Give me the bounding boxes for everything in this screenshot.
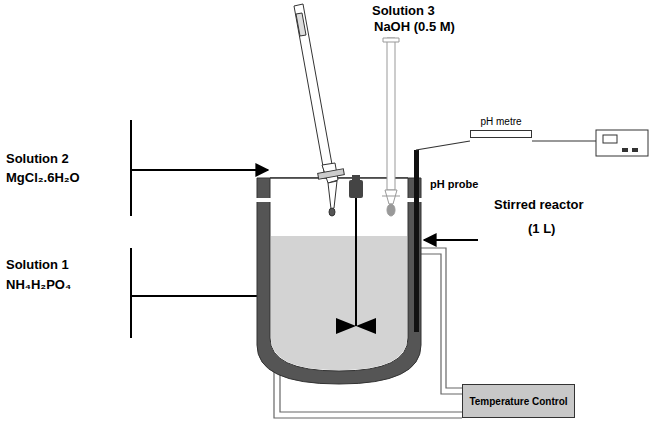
label: Solution 3 (372, 4, 435, 19)
label: Solution 1 (6, 258, 69, 273)
ph-meter: pH metre (470, 116, 532, 138)
burette (382, 38, 400, 216)
label: Solution 2 (6, 152, 69, 167)
reactor-jacket (257, 178, 421, 384)
label: Stirred reactor (494, 198, 584, 213)
meter-cable (532, 140, 596, 141)
burette (294, 4, 344, 216)
control-box: Temperature Control (462, 384, 575, 418)
reactor-pointer (424, 239, 478, 241)
label: (1 L) (528, 222, 555, 237)
ph-probe (414, 150, 419, 332)
stirrer (336, 175, 376, 334)
feed-bar (130, 120, 132, 216)
ph-display (596, 130, 648, 156)
reactor-vessel (270, 178, 408, 371)
label: pH probe (430, 178, 478, 191)
feed-bar (130, 248, 132, 338)
label: NH₄H₂PO₄ (6, 278, 71, 293)
label: MgCl₂.6H₂O (6, 171, 80, 186)
node-text: Temperature Control (469, 396, 567, 407)
meter-body (470, 130, 532, 138)
reaction-liquid (271, 236, 407, 370)
label: NaOH (0.5 M) (374, 20, 455, 35)
node-heading: pH metre (470, 116, 532, 130)
feed-arrow (131, 169, 268, 171)
probe-cable (416, 141, 470, 150)
